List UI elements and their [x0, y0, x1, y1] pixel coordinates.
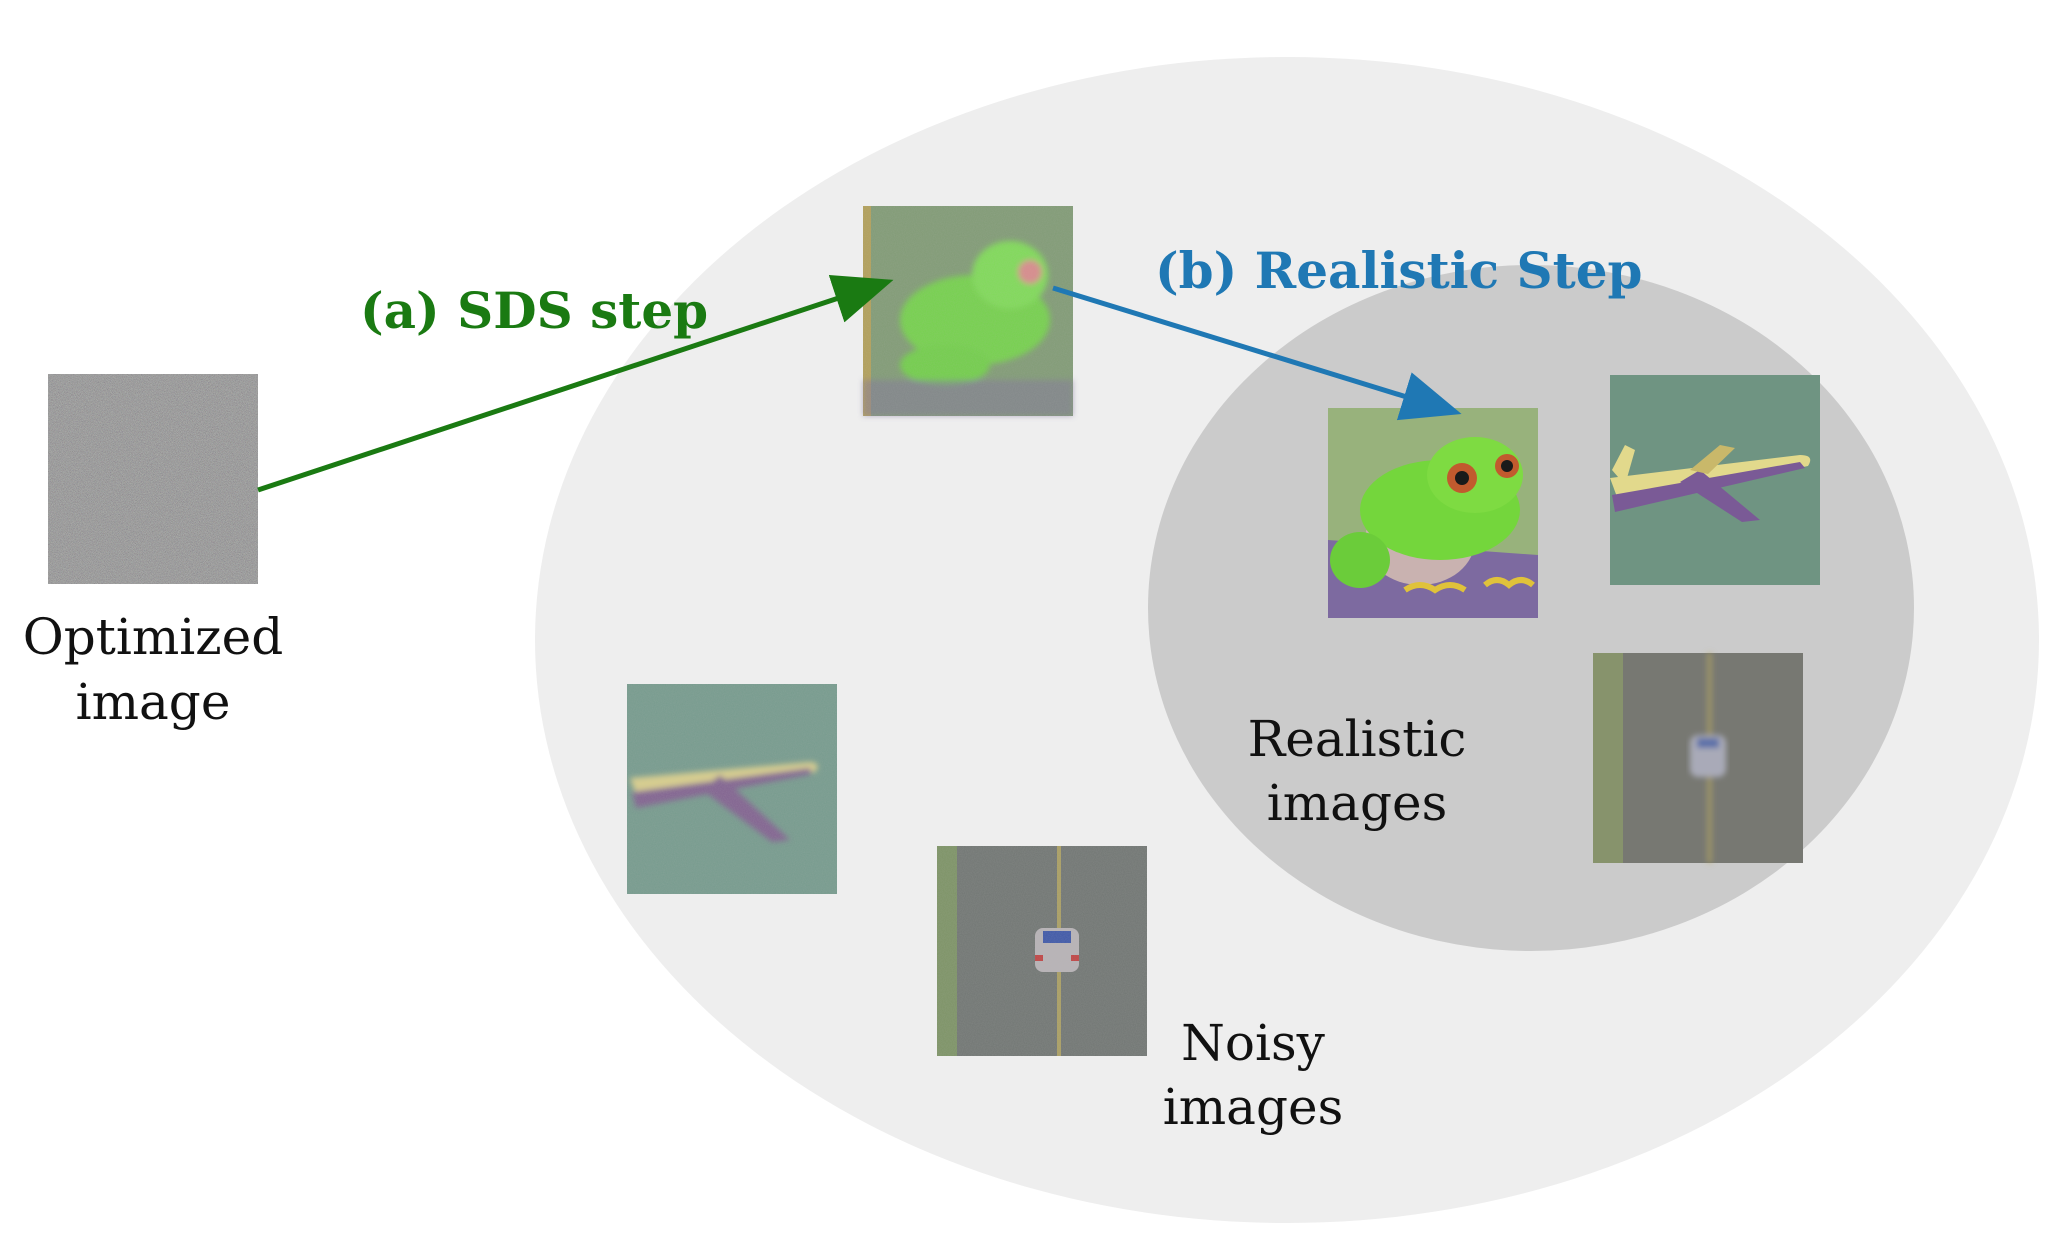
realistic-images-label-line1: Realistic [1248, 710, 1467, 768]
sds-step-label: (a) SDS step [360, 281, 708, 340]
optimized-image-label-line2: image [76, 673, 231, 731]
realistic-airplane-image [1610, 375, 1820, 585]
noise-image [48, 374, 258, 584]
sds-step-arrow [257, 274, 894, 493]
noisy-airplane-image [627, 684, 837, 894]
noisy-images-label-line2: images [1163, 1078, 1343, 1136]
noisy-car-image [937, 846, 1147, 1056]
noisy-frog-image [863, 206, 1073, 416]
optimized-image-label-line1: Optimized [23, 608, 283, 666]
realistic-car-image [1593, 653, 1803, 863]
realistic-images-label-line2: images [1267, 774, 1447, 832]
realistic-step-label: (b) Realistic Step [1155, 241, 1643, 300]
realistic-step-arrow [1052, 285, 1462, 421]
realistic-frog-image [1328, 408, 1538, 618]
noisy-images-label-line1: Noisy [1181, 1014, 1326, 1072]
